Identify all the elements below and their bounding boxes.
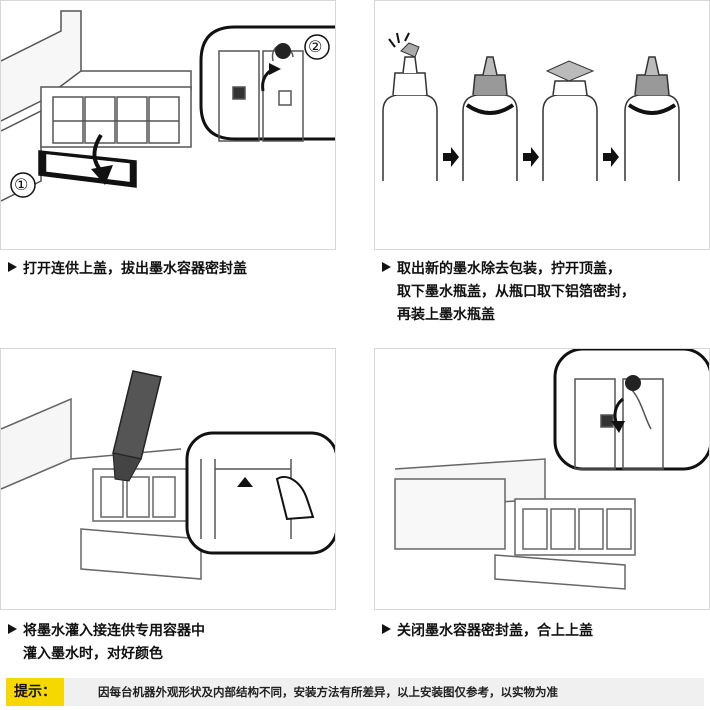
step4-illustration xyxy=(374,348,710,610)
tip-label: 提示： xyxy=(6,678,64,706)
step2-illustration xyxy=(374,0,710,250)
tip-bar: 提示： 因每台机器外观形状及内部结构不同，安装方法有所差异，以上安装图仅参考，以… xyxy=(6,678,704,706)
pour-ink-drawing xyxy=(1,370,335,580)
bullet-arrow-icon xyxy=(8,624,17,634)
bullet-arrow-icon xyxy=(8,262,17,272)
step3-caption: 将墨水灌入接连供专用容器中 灌入墨水时，对好颜色 xyxy=(8,620,205,666)
callout-2: ② xyxy=(308,37,323,56)
bullet-arrow-icon xyxy=(382,624,391,634)
close-cover-drawing xyxy=(394,349,709,590)
step2-caption-line1: 取出新的墨水除去包装，拧开顶盖， xyxy=(397,261,621,277)
printer-open-cover-drawing xyxy=(1,10,335,202)
step2-caption: 取出新的墨水除去包装，拧开顶盖， 取下墨水瓶盖，从瓶口取下铝箔密封， 再装上墨水… xyxy=(382,258,635,327)
step1-caption: 打开连供上盖，拔出墨水容器密封盖 xyxy=(8,258,247,281)
step4-caption: 关闭墨水容器密封盖，合上上盖 xyxy=(382,620,593,643)
step1-illustration: ① ② xyxy=(0,0,336,250)
step2-caption-line2: 取下墨水瓶盖，从瓶口取下铝箔密封， xyxy=(397,284,635,300)
step1-caption-line1: 打开连供上盖，拔出墨水容器密封盖 xyxy=(23,261,247,277)
step4-caption-line1: 关闭墨水容器密封盖，合上上盖 xyxy=(397,623,593,639)
callout-1: ① xyxy=(14,175,29,194)
ink-bottle-sequence-drawing xyxy=(382,32,680,181)
step3-caption-line2: 灌入墨水时，对好颜色 xyxy=(23,646,163,662)
tip-text: 因每台机器外观形状及内部结构不同，安装方法有所差异，以上安装图仅参考，以实物为准 xyxy=(98,685,558,699)
step2-caption-line3: 再装上墨水瓶盖 xyxy=(397,307,495,323)
step3-illustration xyxy=(0,348,336,610)
step3-caption-line1: 将墨水灌入接连供专用容器中 xyxy=(23,623,205,639)
bullet-arrow-icon xyxy=(382,262,391,272)
